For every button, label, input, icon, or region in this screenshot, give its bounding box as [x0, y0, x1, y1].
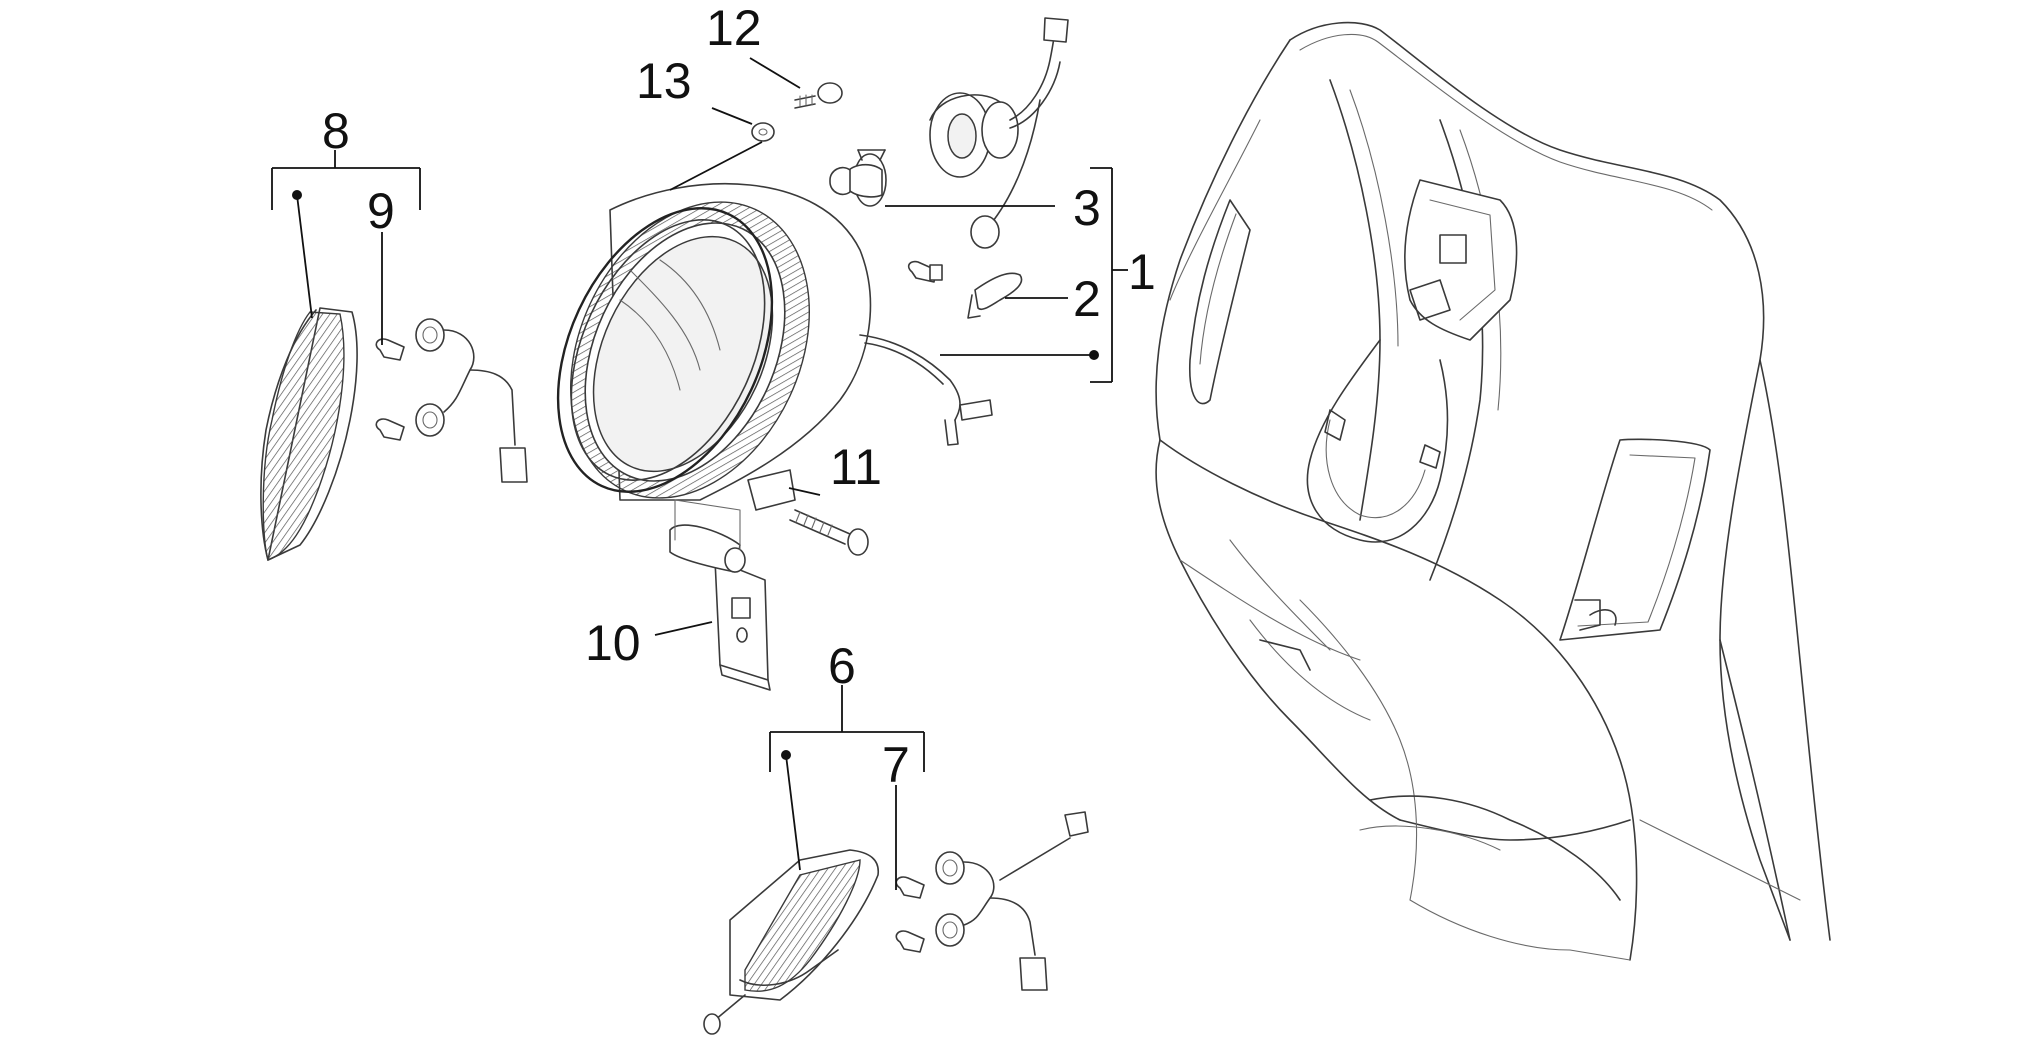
screw-12 [794, 82, 843, 109]
callout-3: 3 [1073, 180, 1101, 236]
callout-9: 9 [367, 183, 395, 239]
headlamp-bracket-10 [669, 499, 771, 691]
callout-6: 6 [828, 638, 856, 694]
callout-13: 13 [636, 53, 692, 109]
headlamp-bulb [829, 149, 887, 207]
pilot-lamp-bulb [907, 215, 1023, 319]
callout-12: 12 [706, 0, 762, 56]
callout-labels: 1 2 3 6 7 8 9 10 11 12 13 [322, 0, 1156, 793]
callout-2: 2 [1073, 271, 1101, 327]
callout-10: 10 [585, 615, 641, 671]
right-turn-indicator [703, 811, 1089, 1035]
left-turn-indicator [260, 307, 528, 561]
bulb-dust-cover [929, 17, 1069, 226]
callout-1: 1 [1128, 244, 1156, 300]
bolt-11 [788, 487, 869, 556]
washer-13 [751, 122, 775, 142]
headlamp-assembly [556, 183, 993, 511]
callout-11: 11 [830, 439, 882, 495]
callout-8: 8 [322, 103, 350, 159]
callout-7: 7 [882, 737, 910, 793]
callout-leaders [271, 57, 1128, 890]
scooter-front-shield [1155, 21, 1831, 961]
